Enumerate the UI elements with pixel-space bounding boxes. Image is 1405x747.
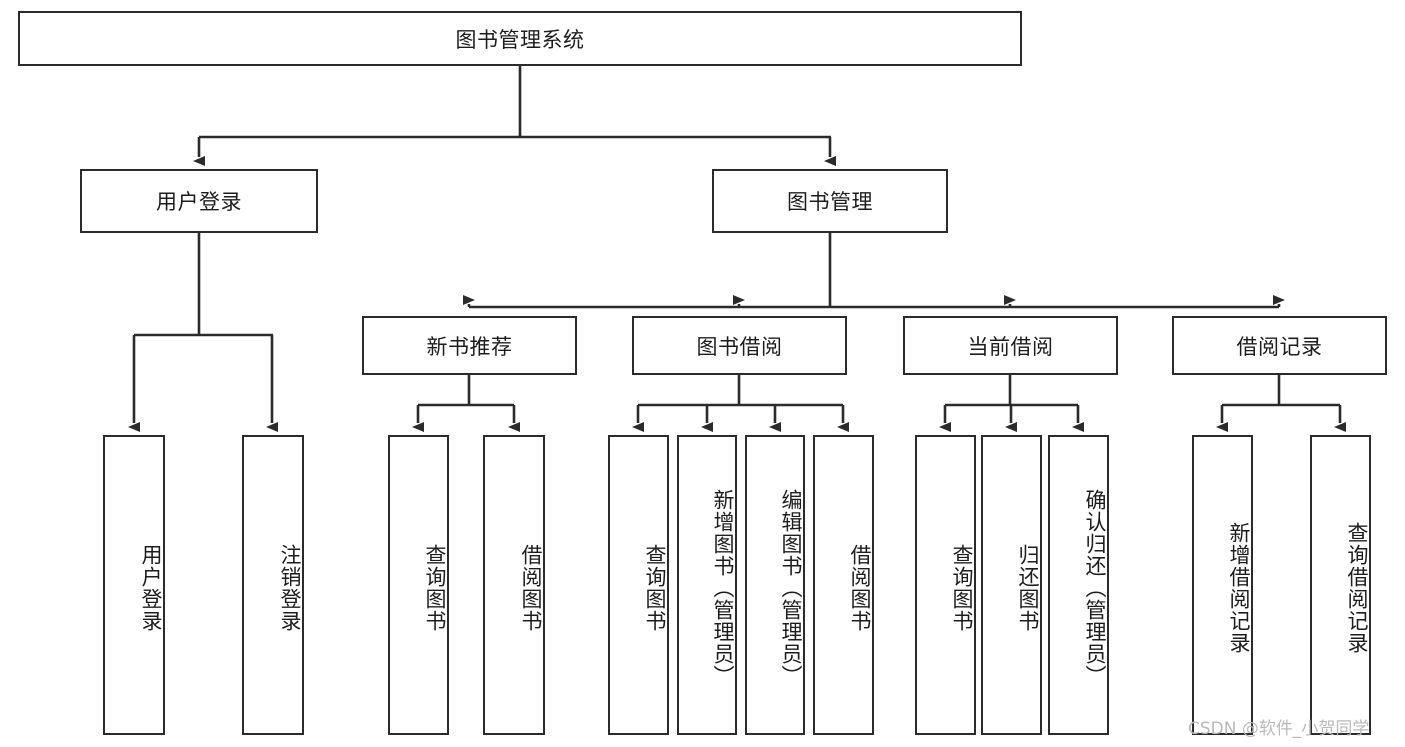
- node-user-login[interactable]: 用户登录: [80, 169, 318, 233]
- node-leaf-edit-book[interactable]: 编辑图书（管理员）: [745, 435, 805, 735]
- node-leaf-add-borrow-record[interactable]: 新增借阅记录: [1192, 435, 1253, 735]
- node-book-borrow-label: 图书借阅: [696, 334, 783, 359]
- node-leaf-query-book-2[interactable]: 查询图书: [608, 435, 669, 735]
- node-current-borrow[interactable]: 当前借阅: [903, 316, 1118, 375]
- node-borrow-record-label: 借阅记录: [1236, 334, 1323, 359]
- watermark: CSDN @软件_小贺同学: [1188, 719, 1370, 739]
- node-leaf-add-borrow-record-label: 新增借阅记录: [1227, 522, 1251, 654]
- node-leaf-return-book-label: 归还图书: [1016, 544, 1040, 632]
- node-leaf-user-login-label: 用户登录: [139, 544, 163, 632]
- node-leaf-return-book[interactable]: 归还图书: [981, 435, 1042, 735]
- node-leaf-borrow-book-1[interactable]: 借阅图书: [483, 435, 545, 735]
- node-leaf-confirm-return-label: 确认归还（管理员）: [1083, 489, 1107, 687]
- node-leaf-logout[interactable]: 注销登录: [242, 435, 304, 735]
- node-leaf-borrow-book-1-label: 借阅图书: [519, 544, 543, 632]
- node-current-borrow-label: 当前借阅: [967, 334, 1054, 359]
- node-new-book-recommend[interactable]: 新书推荐: [362, 316, 577, 375]
- node-leaf-query-book-3[interactable]: 查询图书: [915, 435, 976, 735]
- node-leaf-query-book-1-label: 查询图书: [423, 544, 447, 632]
- node-user-login-label: 用户登录: [156, 190, 242, 214]
- node-leaf-query-book-3-label: 查询图书: [950, 544, 974, 632]
- node-leaf-query-book-1[interactable]: 查询图书: [388, 435, 449, 735]
- node-leaf-borrow-book-2-label: 借阅图书: [848, 544, 872, 632]
- node-leaf-query-borrow-record[interactable]: 查询借阅记录: [1310, 435, 1371, 735]
- node-leaf-query-book-2-label: 查询图书: [643, 544, 667, 632]
- node-book-management-label: 图书管理: [787, 190, 873, 214]
- node-new-book-recommend-label: 新书推荐: [426, 334, 513, 359]
- node-borrow-record[interactable]: 借阅记录: [1172, 316, 1387, 375]
- node-leaf-add-book-label: 新增图书（管理员）: [711, 489, 735, 687]
- node-leaf-confirm-return[interactable]: 确认归还（管理员）: [1048, 435, 1109, 735]
- node-leaf-edit-book-label: 编辑图书（管理员）: [779, 489, 803, 687]
- node-leaf-user-login[interactable]: 用户登录: [103, 435, 165, 735]
- node-leaf-logout-label: 注销登录: [278, 544, 302, 632]
- node-root-label: 图书管理系统: [455, 27, 585, 52]
- node-leaf-query-borrow-record-label: 查询借阅记录: [1345, 522, 1369, 654]
- node-root[interactable]: 图书管理系统: [18, 11, 1022, 66]
- node-leaf-borrow-book-2[interactable]: 借阅图书: [813, 435, 874, 735]
- node-book-borrow[interactable]: 图书借阅: [632, 316, 847, 375]
- node-leaf-add-book[interactable]: 新增图书（管理员）: [677, 435, 737, 735]
- node-book-management[interactable]: 图书管理: [712, 169, 948, 233]
